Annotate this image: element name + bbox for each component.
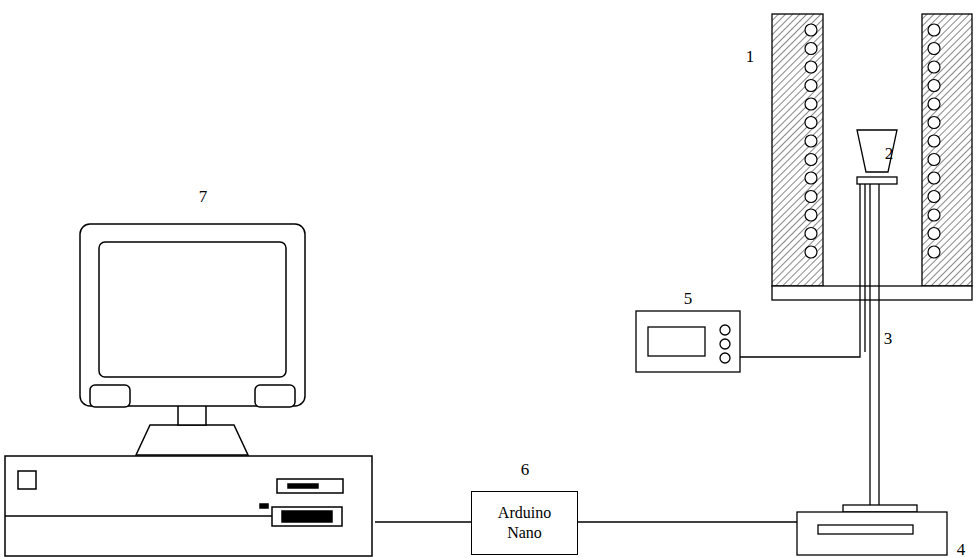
coil-turn	[805, 98, 817, 110]
floppy-drive	[277, 479, 343, 493]
coil-turn	[805, 80, 817, 92]
furnace	[772, 14, 972, 300]
crucible	[857, 130, 897, 184]
balance-body	[797, 512, 947, 555]
drive-light	[260, 504, 268, 508]
callout-number: 5	[682, 289, 695, 308]
meter-knob	[720, 325, 730, 335]
controller-box: Arduino Nano	[471, 491, 578, 555]
computer-case	[5, 456, 372, 556]
coil-turn	[928, 43, 940, 55]
signal-wire	[577, 521, 797, 522]
crucible-plate	[857, 177, 897, 184]
coil-turn	[928, 209, 940, 221]
computer	[5, 224, 372, 556]
coil-turn	[805, 61, 817, 73]
callout-number: 7	[197, 187, 210, 206]
coil-turn	[928, 228, 940, 240]
monitor-speaker	[255, 385, 295, 407]
coil-turn	[928, 117, 940, 129]
furnace-wall	[772, 14, 823, 286]
callout-number: 6	[519, 460, 532, 479]
meter-case	[636, 311, 740, 372]
drive-door	[282, 511, 332, 522]
support-rod	[870, 184, 879, 505]
coil-turn	[928, 98, 940, 110]
coil-turn	[805, 228, 817, 240]
coil-turn	[805, 43, 817, 55]
coil-turn	[805, 172, 817, 184]
box-label: Arduino Nano	[482, 503, 567, 543]
monitor-neck	[178, 405, 206, 425]
balance-pan	[843, 505, 917, 512]
meter-knob	[720, 339, 730, 349]
coil-turn	[928, 80, 940, 92]
monitor-speaker	[90, 385, 130, 407]
coil-turn	[805, 135, 817, 147]
monitor-case	[80, 224, 305, 406]
thermocouple	[730, 184, 865, 357]
coil-turn	[805, 117, 817, 129]
temperature-meter	[636, 311, 740, 372]
crucible-body	[857, 130, 897, 172]
rod-line	[878, 184, 879, 505]
meter-display	[648, 327, 705, 356]
coil-turn	[928, 135, 940, 147]
callout-number: 1	[744, 47, 757, 66]
heating-coil	[805, 24, 940, 258]
balance-display	[818, 525, 913, 534]
coil-turn	[805, 24, 817, 36]
coil-turn	[805, 154, 817, 166]
coil-turn	[928, 172, 940, 184]
coil-turn	[928, 246, 940, 258]
coil-turn	[928, 24, 940, 36]
wires	[375, 521, 797, 522]
thermocouple-wire	[730, 184, 860, 357]
monitor-screen	[99, 242, 286, 377]
callout-number: 2	[883, 144, 896, 163]
floppy-slot	[288, 484, 318, 488]
coil-turn	[805, 246, 817, 258]
usb-wire	[375, 521, 472, 522]
balance	[797, 505, 947, 555]
coil-turn	[928, 154, 940, 166]
coil-turn	[805, 209, 817, 221]
callout-number: 4	[955, 540, 968, 558]
furnace-base	[772, 286, 972, 300]
monitor-stand	[136, 425, 248, 455]
power-button	[18, 471, 36, 489]
furnace-wall	[922, 14, 972, 286]
meter-knob	[720, 353, 730, 363]
thermocouple-wire	[864, 184, 865, 352]
callout-number: 3	[882, 329, 895, 348]
drive-bay	[272, 507, 342, 526]
coil-turn	[928, 61, 940, 73]
coil-turn	[805, 191, 817, 203]
coil-turn	[928, 191, 940, 203]
case-seam	[5, 515, 272, 517]
rod-line	[869, 184, 870, 505]
